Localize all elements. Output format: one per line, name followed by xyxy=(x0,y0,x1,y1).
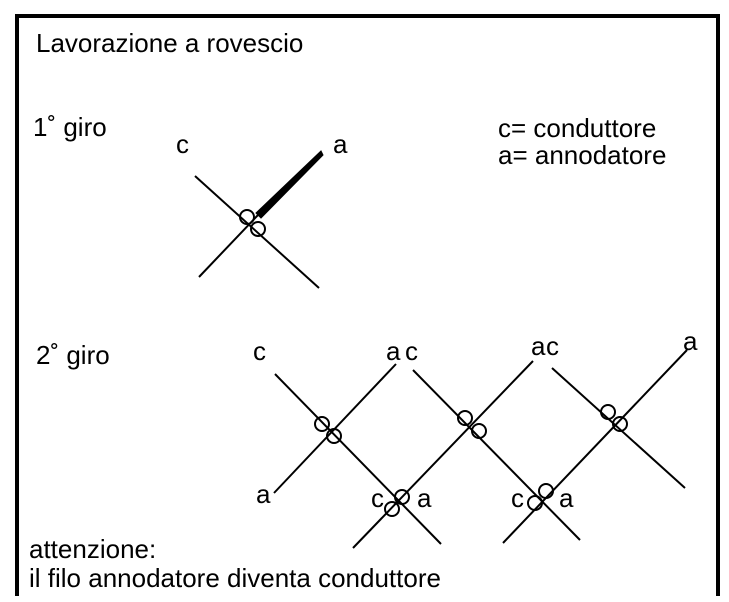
round-2-knot xyxy=(527,495,543,511)
round-2-bottom-letter-c-2: c xyxy=(511,483,524,513)
note-heading: attenzione: xyxy=(29,534,156,564)
round-2-bottom-letter-c-1: c xyxy=(371,483,384,513)
round-2-knot xyxy=(326,428,342,444)
round-2-knot xyxy=(538,483,554,499)
round-2-thread-6 xyxy=(502,349,688,544)
round-2-thread-4 xyxy=(352,360,534,549)
round-2-thread-1 xyxy=(274,373,442,545)
round-2-thread-5 xyxy=(551,367,686,489)
round-1-knotter-thread-lower xyxy=(198,214,259,278)
round-1-label: 1˚ giro xyxy=(33,112,107,142)
round-2-knot xyxy=(612,416,628,432)
legend-conductor: c= conduttore xyxy=(498,113,656,143)
round-2-knot xyxy=(384,501,400,517)
round-2-knot xyxy=(471,423,487,439)
round-2-bottom-letter-a-2: a xyxy=(417,483,432,513)
round-2-knot xyxy=(600,404,616,420)
round-1-knot-lower xyxy=(250,221,266,237)
round-1-letter-c: c xyxy=(176,129,189,159)
frame xyxy=(15,14,720,596)
round-1-letter-a: a xyxy=(333,129,348,159)
note-text: il filo annodatore diventa conduttore xyxy=(29,563,441,593)
round-2-bottom-letter-a-3: a xyxy=(559,483,574,513)
round-2-label: 2˚ giro xyxy=(36,340,110,370)
round-2-bottom-letter-a-1: a xyxy=(256,479,271,509)
round-2-top-letter-a-1: a xyxy=(386,336,401,366)
round-2-top-letter-c-3: c xyxy=(546,331,559,361)
legend-knotter: a= annodatore xyxy=(498,140,666,170)
round-2-thread-3 xyxy=(412,369,581,541)
round-1-knotter-thread-upper xyxy=(255,150,324,219)
round-1-conductor-thread xyxy=(194,175,320,289)
round-2-top-letter-c-2: c xyxy=(405,336,418,366)
round-2-top-letter-c-1: c xyxy=(253,336,266,366)
round-2-top-letter-a-2: a xyxy=(531,331,546,361)
round-2-knot xyxy=(394,489,410,505)
round-2-knot xyxy=(314,416,330,432)
diagram-title: Lavorazione a rovescio xyxy=(36,28,303,58)
round-1-knot-upper xyxy=(239,209,255,225)
round-2-top-letter-a-3: a xyxy=(683,326,698,356)
round-2-knot xyxy=(457,410,473,426)
